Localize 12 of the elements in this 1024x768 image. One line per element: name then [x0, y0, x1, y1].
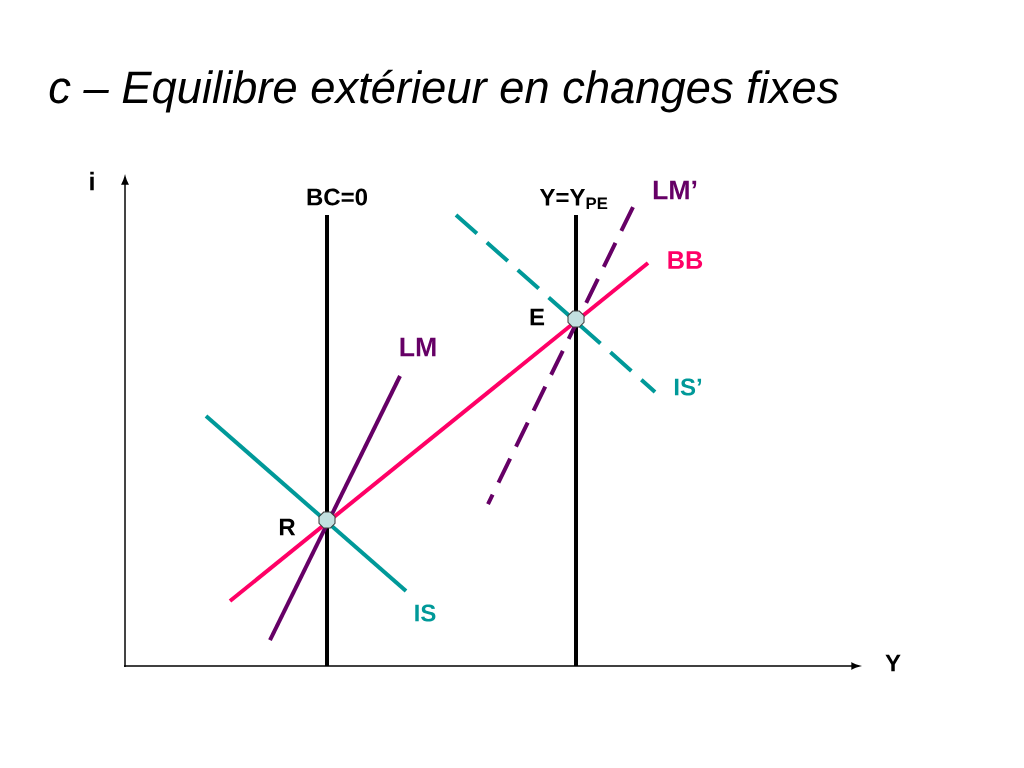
curve-label: LM — [400, 337, 436, 357]
point-label: E — [530, 308, 545, 326]
curve-label: IS — [415, 604, 436, 622]
axis-label: Y — [885, 654, 901, 672]
point-label: R — [279, 518, 296, 536]
title: c – Equilibre extérieur en changes fixes — [49, 69, 839, 113]
line-label: BC=0 — [307, 188, 367, 206]
curve-label: LM’ — [653, 180, 697, 200]
line-label: Y=Y$_{PE}$ — [539, 188, 608, 210]
curve-label: IS’ — [674, 378, 702, 396]
axis-label: i — [90, 171, 94, 191]
curve-label: BB — [668, 251, 703, 269]
